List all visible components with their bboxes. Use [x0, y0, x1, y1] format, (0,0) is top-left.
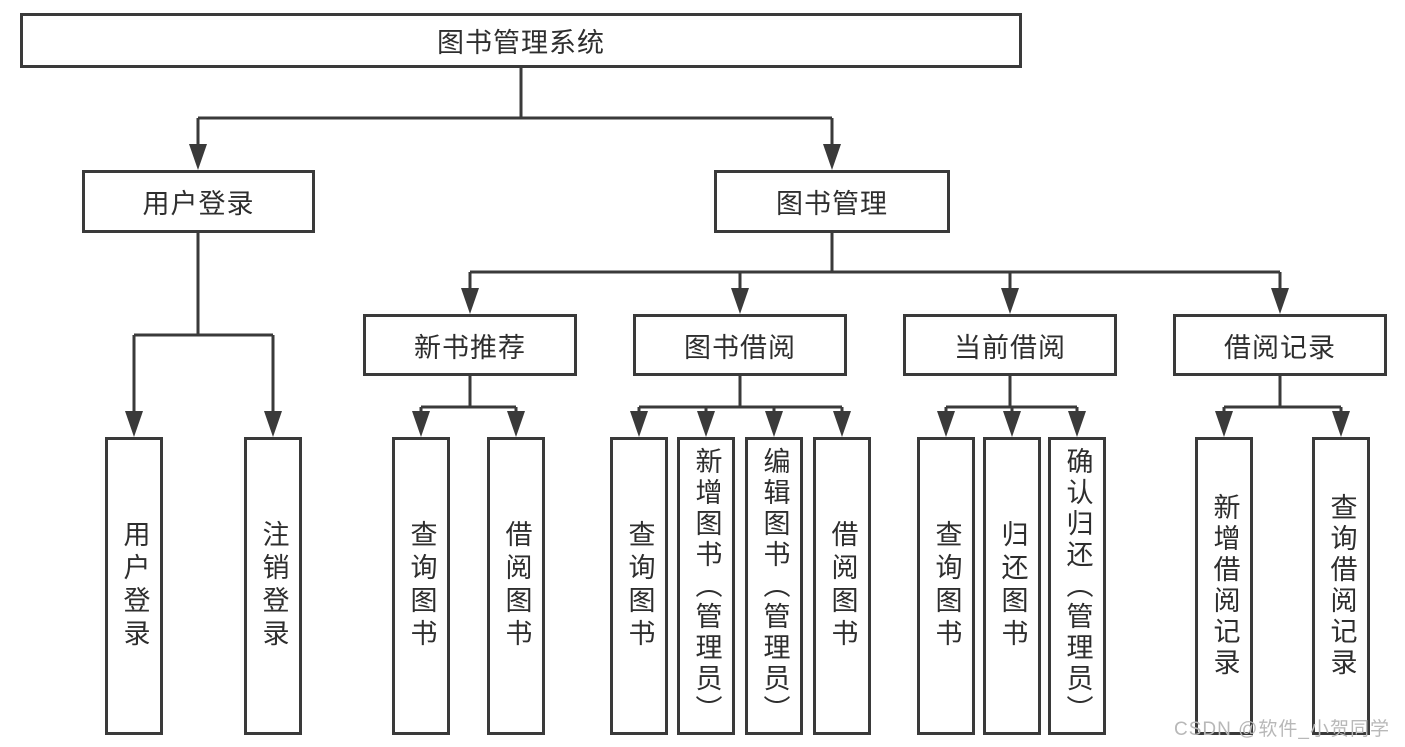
node-library-management-system: 图书管理系统: [20, 13, 1022, 68]
leaf-label: 借阅图书: [501, 520, 532, 652]
leaf-label: 用户登录: [119, 520, 150, 652]
leaf-logout-login: 注销登录: [244, 437, 302, 735]
leaf-borrow-books-borrowing: 借阅图书: [813, 437, 871, 735]
leaf-label: 查询借阅记录: [1326, 493, 1357, 679]
node-current-borrowing: 当前借阅: [903, 314, 1117, 376]
leaf-return-books: 归还图书: [983, 437, 1041, 735]
leaf-label: 查询图书: [624, 520, 655, 652]
node-book-borrowing: 图书借阅: [633, 314, 847, 376]
node-user-login: 用户登录: [82, 170, 315, 233]
leaf-borrow-books-recommend: 借阅图书: [487, 437, 545, 735]
leaf-label: 编辑图书（管理员）: [759, 446, 790, 726]
leaf-query-books-recommend: 查询图书: [392, 437, 450, 735]
leaf-label: 归还图书: [997, 520, 1028, 652]
node-book-management: 图书管理: [714, 170, 950, 233]
node-borrowing-records: 借阅记录: [1173, 314, 1387, 376]
leaf-label: 借阅图书: [827, 520, 858, 652]
leaf-edit-books-admin: 编辑图书（管理员）: [745, 437, 803, 735]
leaf-query-borrow-record: 查询借阅记录: [1312, 437, 1370, 735]
leaf-user-login: 用户登录: [105, 437, 163, 735]
leaf-add-borrow-record: 新增借阅记录: [1195, 437, 1253, 735]
leaf-query-books-borrowing: 查询图书: [610, 437, 668, 735]
leaf-query-books-current: 查询图书: [917, 437, 975, 735]
leaf-label: 新增借阅记录: [1209, 493, 1240, 679]
leaf-label: 注销登录: [258, 520, 289, 652]
leaf-label: 查询图书: [931, 520, 962, 652]
leaf-label: 确认归还（管理员）: [1062, 446, 1093, 726]
watermark: CSDN @软件_小贺同学: [1174, 719, 1390, 740]
node-new-book-recommendation: 新书推荐: [363, 314, 577, 376]
leaf-confirm-return-admin: 确认归还（管理员）: [1048, 437, 1106, 735]
leaf-label: 查询图书: [406, 520, 437, 652]
leaf-add-books-admin: 新增图书（管理员）: [677, 437, 735, 735]
leaf-label: 新增图书（管理员）: [691, 446, 722, 726]
